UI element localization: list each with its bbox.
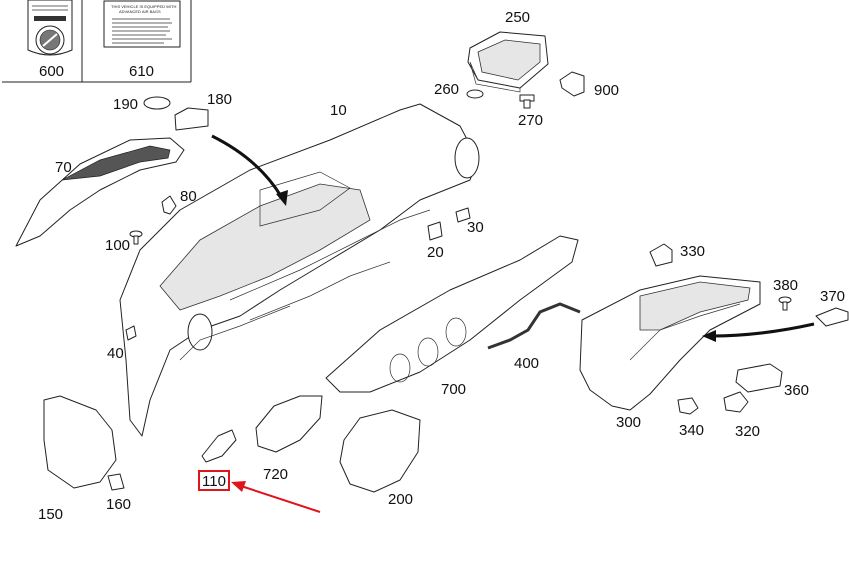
label-900: 900	[594, 82, 619, 99]
black-arrow-180	[211, 134, 288, 206]
label-30: 30	[467, 219, 484, 236]
part-190-pad	[143, 96, 171, 110]
red-pointer-arrow	[231, 481, 321, 513]
part-320-hinge	[723, 391, 749, 413]
label-610: 610	[129, 63, 154, 80]
label-260: 260	[434, 81, 459, 98]
label-10: 10	[330, 102, 347, 119]
highlight-box-110	[198, 470, 230, 491]
label-270: 270	[518, 112, 543, 129]
label-360: 360	[784, 382, 809, 399]
label-150: 150	[38, 506, 63, 523]
sticker-610-line2: ADVANCED AIR BAGS	[119, 9, 161, 14]
steering-column-trim-part-200	[339, 409, 421, 493]
label-600: 600	[39, 63, 64, 80]
advanced-airbag-sticker: THIS VEHICLE IS EQUIPPED WITH ADVANCED A…	[103, 0, 181, 48]
trim-strip-part-700	[325, 235, 579, 393]
label-250: 250	[505, 9, 530, 26]
upper-trim-part-70	[15, 137, 185, 247]
label-190: 190	[113, 96, 138, 113]
label-400: 400	[514, 355, 539, 372]
part-360-tray	[735, 363, 783, 393]
knee-panel-part-720	[255, 395, 323, 453]
label-40: 40	[107, 345, 124, 362]
label-300: 300	[616, 414, 641, 431]
label-200: 200	[388, 491, 413, 508]
part-80-clip	[161, 195, 177, 215]
part-180-block	[174, 107, 209, 131]
part-900-bracket	[559, 71, 585, 97]
part-400-cable	[487, 302, 581, 350]
label-180: 180	[207, 91, 232, 108]
dashboard-part-10	[119, 103, 480, 437]
part-20-clip	[427, 221, 443, 241]
part-160-clip	[107, 473, 125, 491]
part-380-screw	[778, 296, 792, 311]
label-110: 110	[202, 473, 226, 490]
passenger-airbag-part	[467, 31, 549, 93]
label-330: 330	[680, 243, 705, 260]
airbag-warning-sticker	[27, 0, 73, 56]
label-340: 340	[679, 422, 704, 439]
lower-trim-part-110	[201, 429, 237, 463]
label-720: 720	[263, 466, 288, 483]
part-30-clip	[455, 207, 471, 223]
label-320: 320	[735, 423, 760, 440]
part-270-bolt	[519, 94, 535, 109]
label-70: 70	[55, 159, 72, 176]
label-20: 20	[427, 244, 444, 261]
part-370-latch	[815, 307, 849, 327]
black-arrow-370	[702, 322, 815, 342]
label-100: 100	[105, 237, 130, 254]
label-80: 80	[180, 188, 197, 205]
side-panel-part-150	[43, 395, 117, 489]
label-370: 370	[820, 288, 845, 305]
glovebox-part-300	[579, 275, 761, 411]
part-260-pad	[466, 89, 484, 99]
label-160: 160	[106, 496, 131, 513]
part-100-screw	[129, 230, 143, 245]
part-40-clip	[125, 325, 137, 341]
label-700: 700	[441, 381, 466, 398]
part-330-connector	[649, 243, 673, 267]
part-340-bumper	[677, 397, 699, 415]
label-380: 380	[773, 277, 798, 294]
label-table: THIS VEHICLE IS EQUIPPED WITH ADVANCED A…	[2, 0, 192, 83]
sticker-610-line1: THIS VEHICLE IS EQUIPPED WITH	[111, 4, 176, 9]
